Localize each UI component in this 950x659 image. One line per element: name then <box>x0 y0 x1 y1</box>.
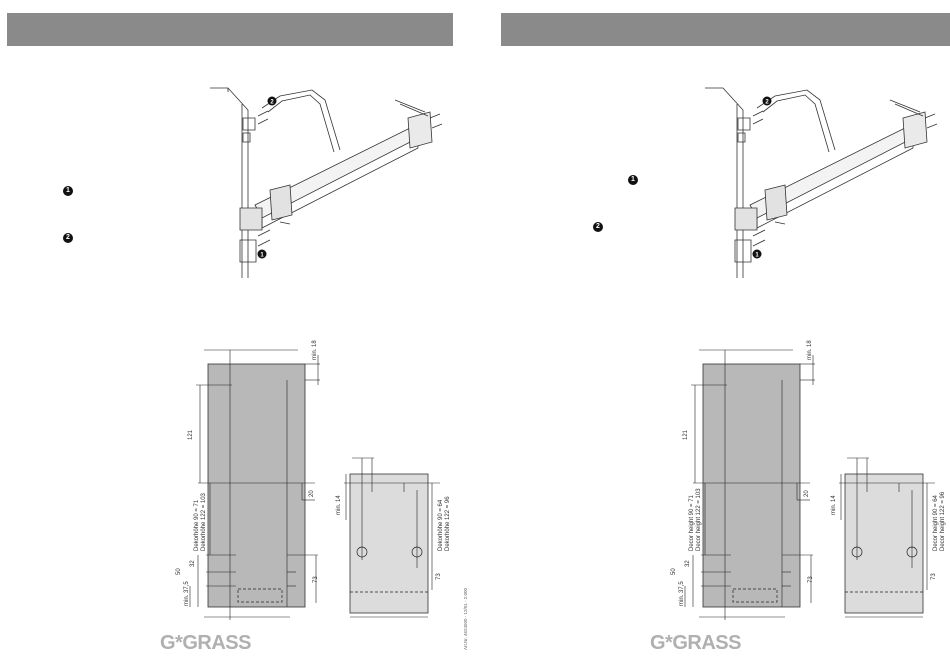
grass-logo: G*GRASS <box>160 632 251 655</box>
callout-1-marker-text: 1 <box>260 253 264 259</box>
assembly-illustration: 2 1 <box>671 87 946 620</box>
header-bar <box>7 13 453 46</box>
dimension-drawing-small <box>344 457 440 618</box>
callout-2-marker <box>762 96 772 106</box>
dim-50: 50 <box>671 568 677 575</box>
dim-32: 32 <box>190 560 196 567</box>
callout-1-marker <box>752 249 762 259</box>
grass-logo-symbol: G* <box>650 632 673 654</box>
dimension-drawing-large <box>189 349 320 620</box>
dim-min14: min. 14 <box>831 495 837 515</box>
header-bar <box>501 13 950 46</box>
callout-2-marker-text: 2 <box>270 100 274 106</box>
callout-2-icon: 2 <box>593 222 603 232</box>
dim-min37: min. 37,5 <box>184 581 190 606</box>
dim-121: 121 <box>188 429 194 440</box>
callout-1-icon: 1 <box>63 186 73 196</box>
dim-73: 73 <box>808 576 814 583</box>
dim-decor90b: Dekorhöhe 90 = 64 <box>438 499 444 551</box>
dim-20: 20 <box>309 490 315 497</box>
dim-decor122b: Decor height 122 = 96 <box>940 491 946 551</box>
grass-logo: G*GRASS <box>650 632 741 655</box>
dim-decor90b: Decor height 90 = 64 <box>933 494 939 551</box>
dim-73: 73 <box>313 576 319 583</box>
dim-min14: min. 14 <box>336 495 342 515</box>
right-page: 1 2 2 1 <box>475 0 950 659</box>
left-page: 1 2 <box>7 13 468 655</box>
assembly-illustration: 2 1 <box>176 87 451 620</box>
dimension-drawing-large <box>684 349 815 620</box>
grass-logo-text: GRASS <box>672 632 741 654</box>
grass-logo-symbol: G* <box>160 632 183 654</box>
callout-1-icon: 1 <box>628 175 638 185</box>
dim-32: 32 <box>685 560 691 567</box>
dim-min18: min. 18 <box>312 340 318 360</box>
dim-20: 20 <box>804 490 810 497</box>
dim-decor122b: Dekorhöhe 122 = 96 <box>445 496 451 551</box>
grass-logo-text: GRASS <box>182 632 251 654</box>
dim-decor90: Dekorhöhe 90 = 71 <box>194 499 200 551</box>
dimension-drawing-small <box>839 457 935 618</box>
dim-50: 50 <box>176 568 182 575</box>
dim-73b: 73 <box>436 573 442 580</box>
dim-decor122: Decor height 122 = 103 <box>696 488 702 551</box>
article-number: Art.Nr. 4624500 - 12/01 - 2.000 <box>463 587 468 650</box>
dim-min18: min. 18 <box>807 340 813 360</box>
callout-1-marker <box>257 249 267 259</box>
callout-2-marker-text: 2 <box>765 100 769 106</box>
callout-2-icon: 2 <box>63 233 73 243</box>
callout-1-marker-text: 1 <box>755 253 759 259</box>
dim-73b: 73 <box>931 573 937 580</box>
callout-2-marker <box>267 96 277 106</box>
dim-decor122: Dekorhöhe 122 = 103 <box>201 492 207 551</box>
dim-121: 121 <box>683 429 689 440</box>
dim-decor90: Decor height 90 = 71 <box>689 494 695 551</box>
dim-min37: min. 37,5 <box>679 581 685 606</box>
